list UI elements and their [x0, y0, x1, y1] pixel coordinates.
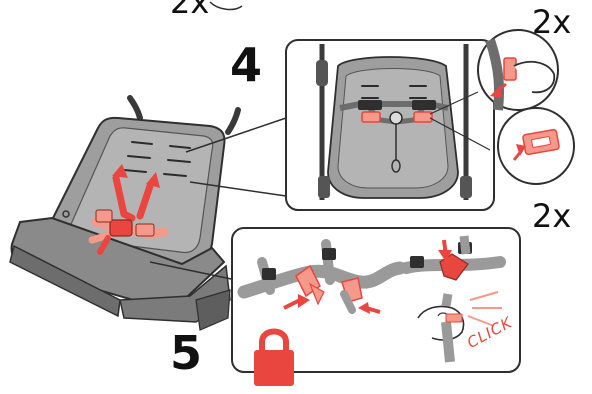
step4-panel	[286, 40, 494, 210]
step-number-5: 5	[170, 330, 202, 376]
lock-icon	[250, 322, 298, 390]
detail-circle-bottom	[498, 108, 574, 184]
multiplier-bottom-right: 2x	[532, 200, 571, 232]
detail-circle-cut	[210, 2, 242, 9]
multiplier-top-cut: 2x	[170, 0, 209, 18]
detail-circle-top	[478, 30, 558, 110]
stroller-seat	[10, 98, 238, 330]
multiplier-top-right: 2x	[532, 6, 571, 38]
step-number-4: 4	[230, 42, 262, 88]
